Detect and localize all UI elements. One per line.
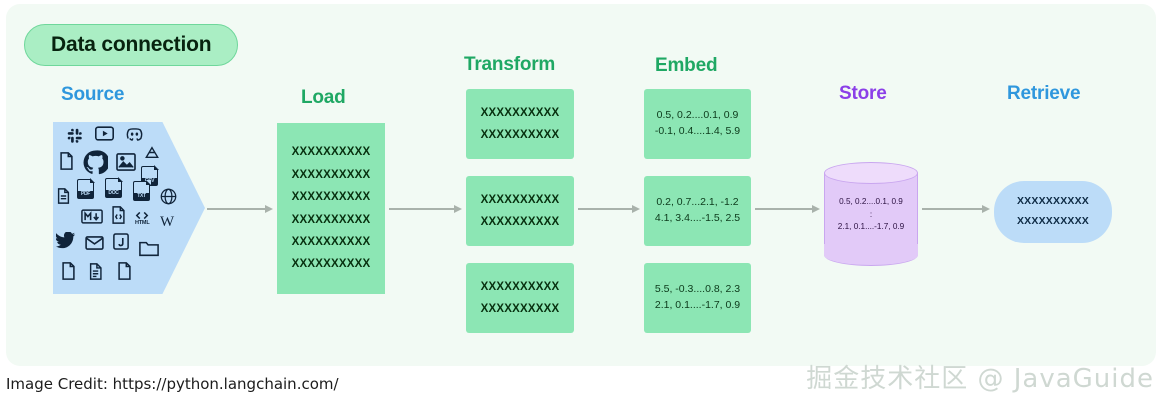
- retrieve-box: XXXXXXXXXX XXXXXXXXXX: [994, 181, 1112, 243]
- arrow-head: [265, 205, 273, 213]
- lines-file-icon: [89, 263, 103, 280]
- arrow-head: [632, 205, 640, 213]
- wikipedia-icon: W: [160, 214, 175, 230]
- embed-vector-line: 5.5, -0.3....0.8, 2.3: [654, 283, 741, 296]
- transform-line: XXXXXXXXXX: [480, 216, 560, 228]
- heading-transform: Transform: [464, 54, 556, 75]
- heading-source: Source: [61, 84, 125, 105]
- transform-line: XXXXXXXXXX: [480, 280, 560, 293]
- folder-icon: [139, 240, 159, 257]
- arrow-load-to-transform: [389, 204, 462, 214]
- embed-vector-line: 4.1, 3.4....-1.5, 2.5: [654, 212, 741, 224]
- markdown-icon: [81, 209, 103, 224]
- arrow-head: [982, 205, 990, 213]
- heading-retrieve: Retrieve: [1007, 83, 1081, 104]
- transform-box: XXXXXXXXXX XXXXXXXXXX: [466, 263, 574, 333]
- arrow-shaft: [207, 208, 265, 210]
- embed-vector-line: 0.2, 0.7...2.1, -1.2: [656, 196, 739, 209]
- discord-icon: [125, 127, 144, 142]
- embed-vector-line: -0.1, 0.4....1.4, 5.9: [654, 125, 741, 137]
- arrow-shaft: [578, 208, 632, 210]
- html-icon: HTML: [135, 211, 150, 226]
- arrow-transform-to-embed: [578, 204, 640, 214]
- arrow-shaft: [755, 208, 812, 210]
- api-globe-icon: [160, 188, 177, 205]
- heading-store: Store: [839, 83, 887, 104]
- cylinder-top: [824, 162, 918, 184]
- embed-box: 5.5, -0.3....0.8, 2.3 2.1, 0.1....-1.7, …: [644, 263, 751, 333]
- file-icon: [59, 152, 74, 170]
- arrow-store-to-retrieve: [922, 204, 990, 214]
- youtube-icon: [95, 126, 114, 141]
- arrow-head: [454, 205, 462, 213]
- code-file-icon: [111, 206, 126, 224]
- transform-line: XXXXXXXXXX: [480, 193, 560, 206]
- heading-embed: Embed: [655, 55, 718, 76]
- load-line: XXXXXXXXXX: [291, 213, 371, 226]
- transform-line: XXXXXXXXXX: [480, 106, 560, 119]
- diagram-card: Data connection Source Load Transform Em…: [6, 4, 1156, 366]
- google-drive-icon: [145, 146, 159, 159]
- load-line: XXXXXXXXXX: [291, 168, 371, 181]
- store-vector-line: 2.1, 0.1....-1.7, 0.9: [837, 222, 905, 232]
- store-vector-line: 0.5, 0.2....0.1, 0.9: [839, 197, 903, 206]
- cylinder-bottom: [824, 244, 918, 266]
- pdf-file-icon: PDF: [77, 178, 95, 199]
- transform-box: XXXXXXXXXX XXXXXXXXXX: [466, 176, 574, 246]
- load-line: XXXXXXXXXX: [291, 258, 371, 271]
- title-pill-label: Data connection: [51, 33, 212, 56]
- transform-box: XXXXXXXXXX XXXXXXXXXX: [466, 89, 574, 159]
- javascript-icon: [113, 233, 129, 250]
- store-vector-ellipsis: :: [869, 209, 873, 219]
- store-database-cylinder: 0.5, 0.2....0.1, 0.9 : 2.1, 0.1....-1.7,…: [824, 162, 918, 266]
- load-box: XXXXXXXXXX XXXXXXXXXX XXXXXXXXXX XXXXXXX…: [277, 123, 385, 294]
- embed-vector-line: 0.5, 0.2....0.1, 0.9: [656, 109, 739, 122]
- github-icon: [83, 150, 108, 175]
- transform-line: XXXXXXXXXX: [480, 303, 560, 315]
- load-line: XXXXXXXXXX: [291, 146, 371, 159]
- twitter-icon: [56, 232, 76, 249]
- heading-load: Load: [301, 87, 346, 108]
- text-document-icon: [57, 188, 70, 204]
- image-icon: [116, 153, 136, 171]
- cylinder-body: [824, 173, 918, 255]
- slack-icon: [67, 128, 83, 144]
- doc-file-icon: DOC: [105, 177, 123, 198]
- retrieve-line: XXXXXXXXXX: [1016, 195, 1090, 208]
- load-line: XXXXXXXXXX: [291, 191, 371, 204]
- store-vector-text: 0.5, 0.2....0.1, 0.9 : 2.1, 0.1....-1.7,…: [824, 196, 918, 234]
- load-line: XXXXXXXXXX: [291, 235, 371, 248]
- embed-box: 0.5, 0.2....0.1, 0.9 -0.1, 0.4....1.4, 5…: [644, 89, 751, 159]
- source-icon-cloud: CSV PDF DOC TXT: [53, 122, 177, 294]
- arrow-shaft: [922, 208, 982, 210]
- arrow-embed-to-store: [755, 204, 820, 214]
- transform-line: XXXXXXXXXX: [480, 129, 560, 141]
- arrow-shaft: [389, 208, 454, 210]
- plain-file-icon: [117, 262, 132, 280]
- arrow-source-to-load: [207, 204, 273, 214]
- arrow-head: [812, 205, 820, 213]
- embed-vector-line: 2.1, 0.1....-1.7, 0.9: [654, 299, 741, 311]
- txt-file-icon: TXT: [133, 180, 151, 201]
- email-icon: [85, 236, 104, 250]
- blank-file-icon: [61, 262, 76, 280]
- source-shape: CSV PDF DOC TXT: [53, 122, 205, 294]
- data-connection-title-pill: Data connection: [24, 24, 239, 66]
- embed-box: 0.2, 0.7...2.1, -1.2 4.1, 3.4....-1.5, 2…: [644, 176, 751, 246]
- image-credit-caption: Image Credit: https://python.langchain.c…: [6, 375, 339, 393]
- watermark: 掘金技术社区 @ JavaGuide: [806, 364, 1154, 394]
- retrieve-line: XXXXXXXXXX: [1016, 215, 1090, 227]
